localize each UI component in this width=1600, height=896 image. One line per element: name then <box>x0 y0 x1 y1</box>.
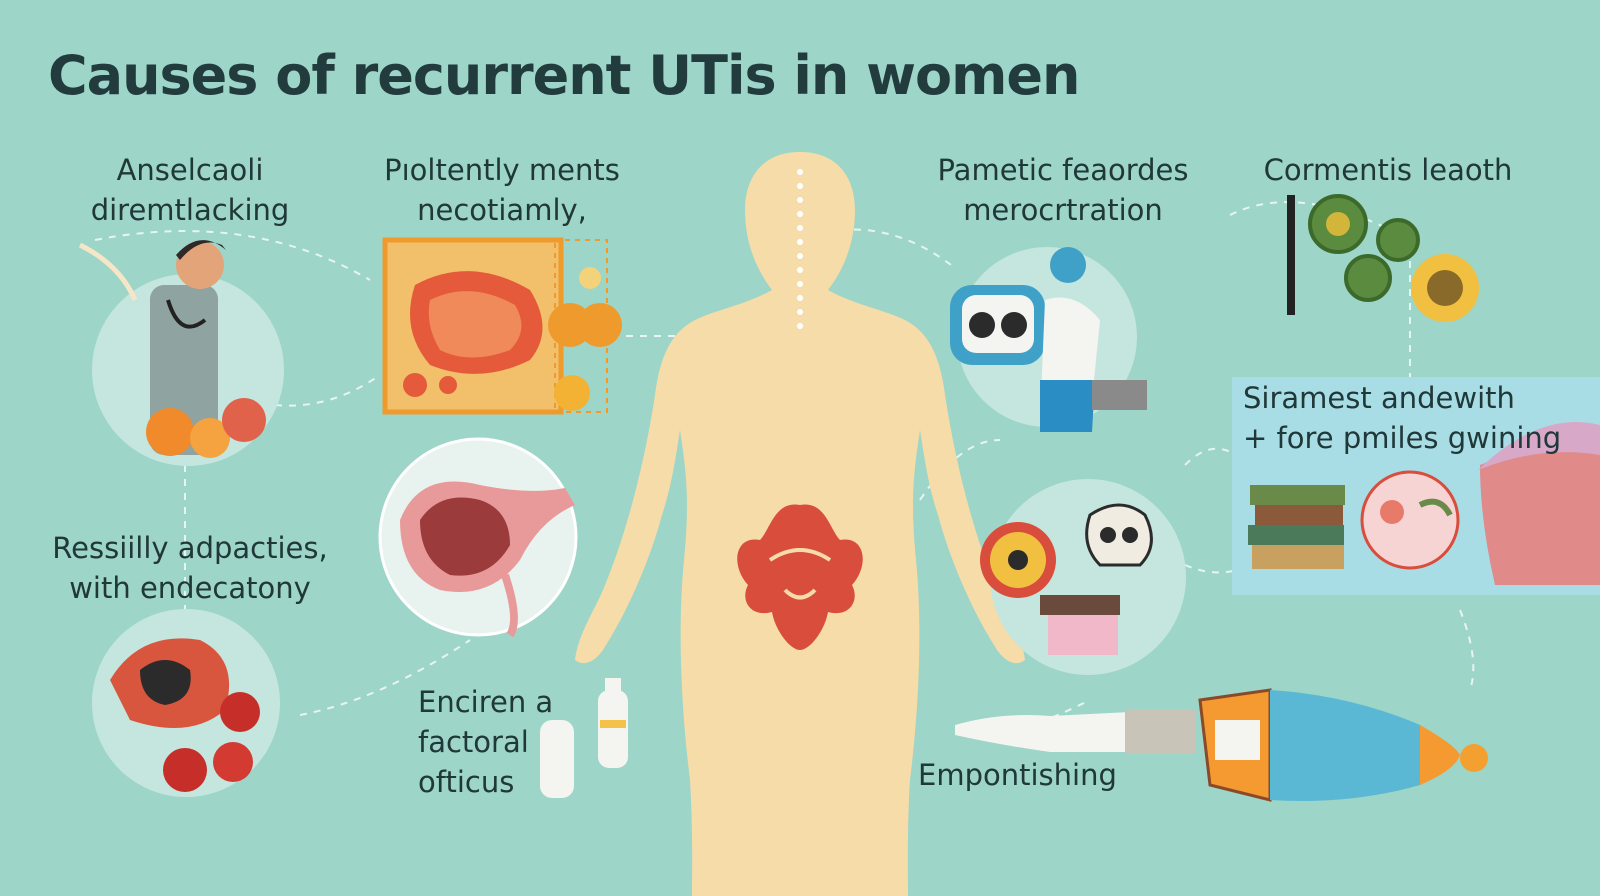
cause-label-2: Pıoltently ments necotiamly, <box>372 150 632 230</box>
page-title: Causes of recurrent UTis in women <box>48 44 1080 107</box>
skull-illustration <box>980 479 1186 675</box>
uterus-icon <box>737 504 863 650</box>
stomach-illustration <box>378 437 578 638</box>
pathogen-illustration <box>1287 194 1479 322</box>
cause-label-4: Cormentis leaoth <box>1248 150 1528 190</box>
cause-label-5-line1: Ressiilly adpacties, <box>52 531 328 565</box>
spine-dots <box>797 169 803 329</box>
person-device-illustration <box>950 247 1147 432</box>
cause-label-1: Anselcaoli diremtlacking <box>70 150 310 230</box>
digestive-box-illustration <box>382 237 622 415</box>
cause-label-1-line1: Anselcaoli <box>116 153 264 187</box>
cause-label-8-line1: Empontishing <box>918 758 1117 792</box>
cause-label-6-line1: Enciren a <box>418 685 554 719</box>
cause-label-5: Ressiilly adpacties, with endecatony <box>45 528 335 608</box>
cause-label-2-line1: Pıoltently ments <box>384 153 620 187</box>
bacteria-illustration <box>92 609 280 797</box>
cause-label-4-line1: Cormentis leaoth <box>1263 153 1513 187</box>
cause-label-7: Siramest andewith + fore pmiles gwining <box>1243 378 1583 458</box>
capsule-illustration <box>955 688 1488 802</box>
cause-label-5-line2: with endecatony <box>69 571 311 605</box>
cause-label-3-line2: merocrtration <box>963 193 1163 227</box>
cause-label-3: Pametic feaordes merocrtration <box>928 150 1198 230</box>
cause-label-3-line1: Pametic feaordes <box>937 153 1189 187</box>
cause-label-6-line3: ofticus <box>418 765 515 799</box>
cause-label-2-line2: necotiamly, <box>417 193 587 227</box>
cause-label-6: Enciren a factoral ofticus <box>418 682 588 802</box>
cause-label-6-line2: factoral <box>418 725 529 759</box>
cause-label-8: Empontishing <box>918 755 1138 795</box>
bottles-illustration <box>540 678 628 798</box>
products-panel-illustration <box>1232 377 1600 595</box>
cause-label-1-line2: diremtlacking <box>90 193 290 227</box>
doctor-illustration <box>78 240 284 466</box>
cause-label-7-line2: + fore pmiles gwining <box>1243 421 1562 455</box>
cause-label-7-line1: Siramest andewith <box>1243 381 1515 415</box>
